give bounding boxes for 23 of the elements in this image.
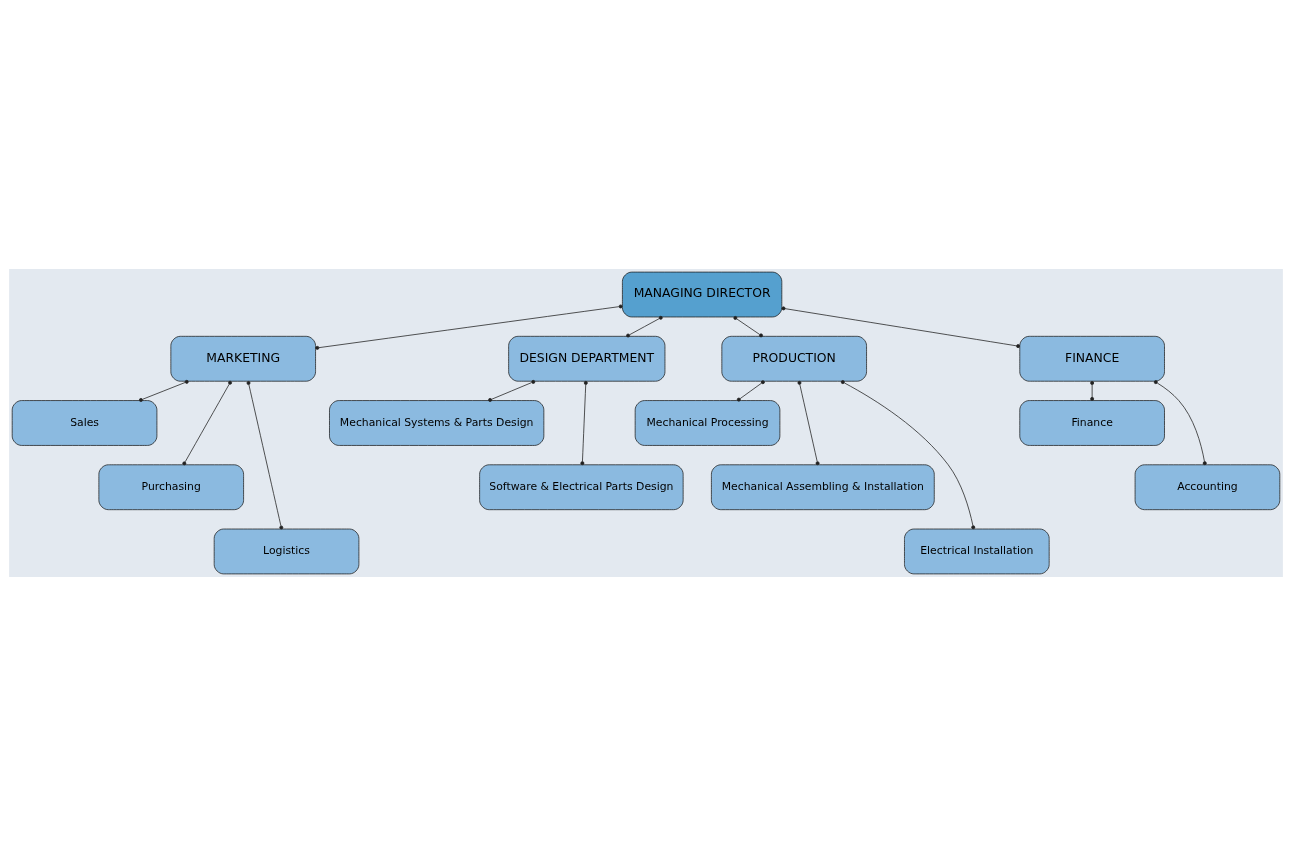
connector [580,380,588,466]
connector [626,315,663,338]
connector [840,380,976,530]
node-box: Software & Electrical Parts Design [479,464,684,511]
connector [797,380,820,466]
node-box: Electrical Installation [904,528,1050,575]
node-box: Mechanical Processing [634,400,781,446]
node-box: Accounting [1134,464,1281,511]
node-box: Logistics [213,528,360,575]
connector [315,304,623,350]
connector [246,381,284,530]
node-box: FINANCE [1019,335,1165,382]
node-box: Purchasing [98,464,244,511]
connector [139,379,189,402]
connector [488,379,536,402]
connector [1090,381,1095,401]
node-box: Finance [1019,400,1165,446]
connector [182,380,232,466]
connector [733,316,763,338]
connector [1153,380,1207,466]
node-box: Mechanical Assembling & Installation [711,464,935,511]
connector [781,306,1020,349]
connector [736,380,765,402]
